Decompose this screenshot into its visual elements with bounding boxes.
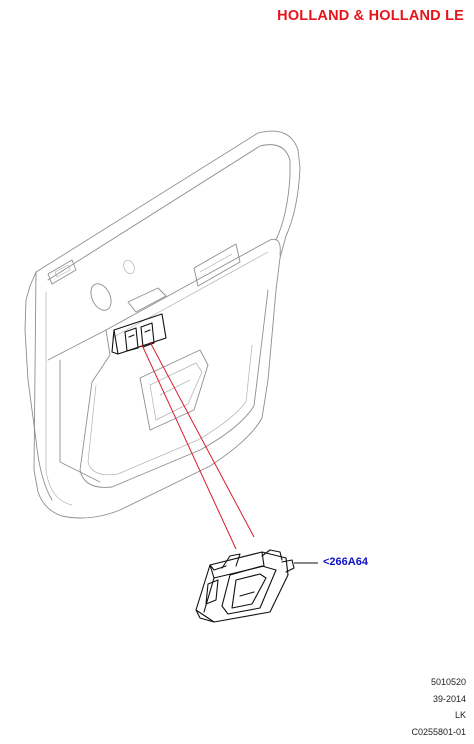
switch-pack-detail [195, 549, 318, 623]
part-callout-label[interactable]: <266A64 [323, 556, 368, 568]
meta-line-3: LK [454, 710, 466, 720]
switch-pack-on-door [111, 313, 167, 355]
drawing-reference-block: 5010520 39-2014 LK C0255801-01 [386, 674, 466, 740]
meta-line-4: C0255801-01 [411, 726, 466, 737]
leader-lines [141, 341, 255, 550]
meta-line-2: 39-2014 [432, 693, 466, 704]
meta-line-1: 5010520 [430, 677, 466, 687]
door-trim-panel [24, 130, 301, 519]
diagram-title: HOLLAND & HOLLAND LE [277, 8, 464, 24]
